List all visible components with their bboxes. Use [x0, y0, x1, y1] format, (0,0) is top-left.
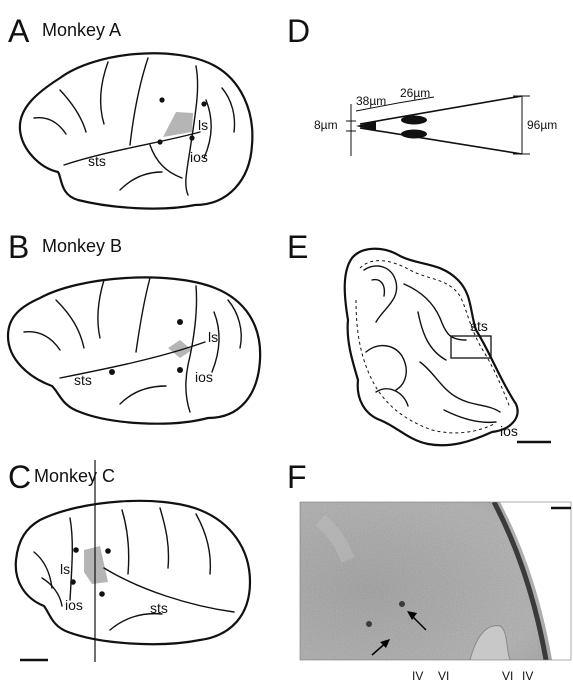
brain-outline-c: [16, 501, 250, 644]
panel-c-title: Monkey C: [34, 466, 115, 486]
panel-a-title: Monkey A: [42, 20, 121, 40]
panel-e-letter: E: [287, 229, 308, 265]
layer-label-1: IV: [412, 669, 423, 683]
electrode-dot-a4: [189, 135, 194, 140]
label-ios-e: ios: [500, 423, 518, 439]
recording-contact-1: [401, 116, 427, 125]
panel-d-letter: D: [287, 13, 310, 49]
panel-b: B Monkey B ls sts ios: [8, 229, 260, 424]
label-sts-b: sts: [74, 372, 92, 388]
dim-38-label: 38µm: [356, 94, 386, 108]
recording-contact-2: [401, 130, 427, 139]
label-ios-a: ios: [190, 149, 208, 165]
electrode-dot-c3: [70, 579, 76, 585]
electrode-dot-b1: [177, 319, 183, 325]
dim-26-label: 26µm: [400, 86, 430, 100]
brain-outline-a: [20, 53, 253, 208]
electrode-dot-b3: [177, 367, 183, 373]
panel-a-letter: A: [8, 13, 30, 49]
label-sts-c: sts: [150, 600, 168, 616]
lesion-mark-2: [399, 601, 405, 607]
electrode-dot-c2: [105, 548, 111, 554]
micrograph: [300, 502, 571, 660]
panel-f-letter: F: [287, 459, 307, 495]
electrode-dot-a3: [157, 139, 162, 144]
label-sts-e: sts: [470, 318, 488, 334]
layer-label-3: VI: [502, 669, 513, 683]
electrode-dot-c4: [99, 591, 105, 597]
panel-c-letter: C: [8, 459, 31, 495]
panel-a: A Monkey A ls sts ios: [8, 13, 252, 209]
panel-b-letter: B: [8, 229, 29, 265]
lesion-mark-1: [366, 621, 372, 627]
electrode-dot-a1: [159, 97, 164, 102]
label-ls-a: ls: [198, 117, 208, 133]
dim-width-label: 96µm: [527, 118, 557, 132]
dim-tip-label: 8µm: [314, 118, 338, 132]
label-sts-a: sts: [88, 153, 106, 169]
panel-f: F IV VI VI IV: [287, 459, 571, 683]
shank-lower-edge: [360, 128, 522, 154]
layer-label-2: VI: [438, 669, 449, 683]
electrode-dot-c1: [73, 547, 79, 553]
panel-b-title: Monkey B: [42, 236, 122, 256]
electrode-dot-b2: [109, 369, 115, 375]
panel-d: D 96µm 8µm 38µm 26µm: [287, 13, 557, 156]
electrode-dot-a2: [201, 101, 206, 106]
panel-c: C Monkey C ls sts ios: [8, 459, 250, 662]
label-ios-c: ios: [65, 597, 83, 613]
label-ls-c: ls: [60, 561, 70, 577]
layer-label-4: IV: [522, 669, 533, 683]
label-ios-b: ios: [195, 369, 213, 385]
label-ls-b: ls: [208, 329, 218, 345]
panel-e: E sts ios: [287, 229, 551, 445]
brain-outline-b: [8, 277, 260, 423]
